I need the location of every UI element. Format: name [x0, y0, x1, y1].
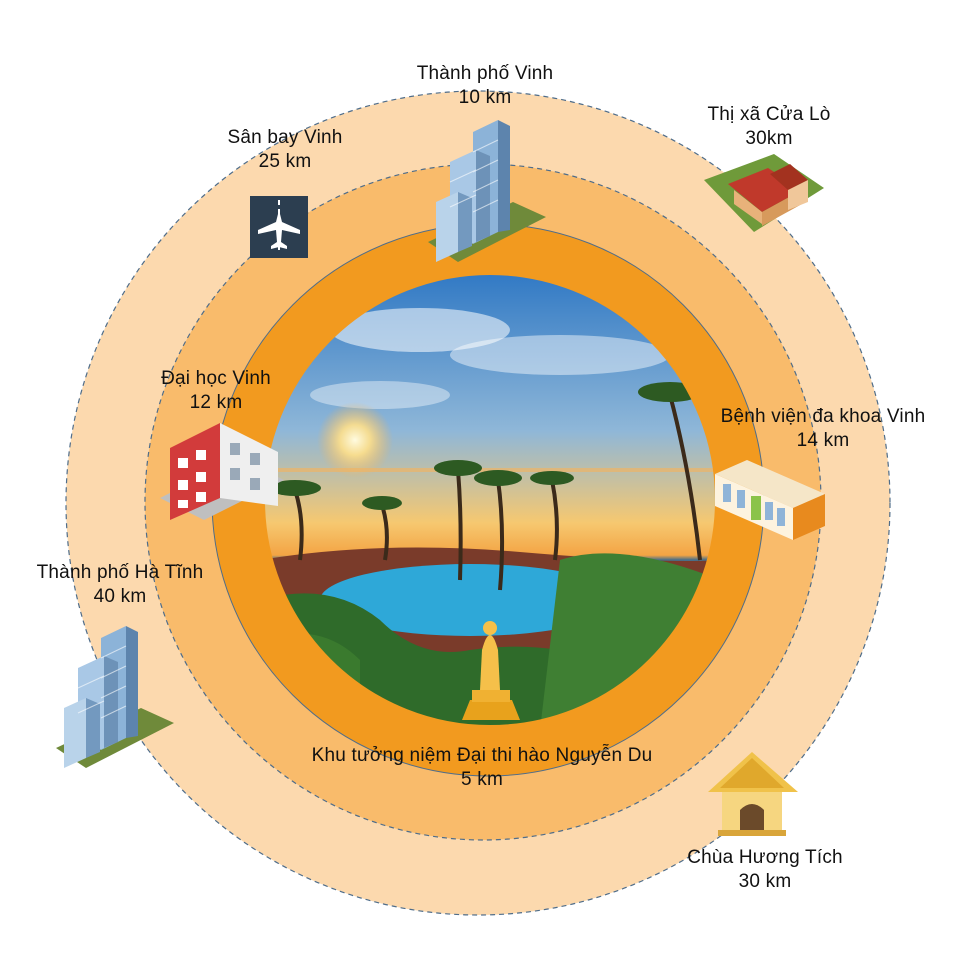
- location-distance: 40 km: [93, 586, 147, 607]
- skyscraper-icon: [428, 120, 546, 262]
- location-distance: 10 km: [458, 87, 512, 108]
- label-thanh-pho-vinh: Thành phố Vinh 10 km: [392, 62, 578, 110]
- pagoda-icon: [708, 752, 798, 836]
- house-icon: [704, 154, 824, 232]
- location-name: Đại học Vinh: [161, 368, 271, 389]
- location-name: Bệnh viện đa khoa Vinh: [720, 406, 926, 427]
- location-name: Sân bay Vinh: [227, 127, 343, 148]
- location-distance: 5 km: [461, 769, 503, 790]
- label-thi-xa-cua-lo: Thị xã Cửa Lò 30km: [684, 103, 854, 151]
- location-name: Khu tưởng niệm Đại thi hào Nguyễn Du: [311, 745, 653, 766]
- location-name: Thành phố Vinh: [416, 63, 554, 84]
- location-distance: 25 km: [258, 151, 312, 172]
- airplane-runway-icon: [250, 196, 308, 258]
- location-name: Thành phố Hà Tĩnh: [36, 562, 204, 583]
- label-ha-tinh: Thành phố Hà Tĩnh 40 km: [12, 561, 228, 609]
- skyscraper-icon: [56, 626, 174, 768]
- location-distance: 12 km: [189, 392, 243, 413]
- location-distance: 14 km: [796, 430, 850, 451]
- location-distance: 30 km: [738, 871, 792, 892]
- label-benh-vien: Bệnh viện đa khoa Vinh 14 km: [694, 405, 952, 453]
- university-building-icon: [160, 423, 284, 520]
- location-distance: 30km: [745, 128, 793, 149]
- label-chua-huong-tich: Chùa Hương Tích 30 km: [660, 846, 870, 894]
- label-san-bay-vinh: Sân bay Vinh 25 km: [200, 126, 370, 174]
- location-name: Chùa Hương Tích: [687, 847, 843, 868]
- location-name: Thị xã Cửa Lò: [707, 104, 831, 125]
- hospital-building-icon: [715, 460, 825, 540]
- label-dai-hoc-vinh: Đại học Vinh 12 km: [134, 367, 298, 415]
- memorial-statue-icon: [462, 621, 520, 720]
- label-nguyen-du: Khu tưởng niệm Đại thi hào Nguyễn Du 5 k…: [282, 744, 682, 792]
